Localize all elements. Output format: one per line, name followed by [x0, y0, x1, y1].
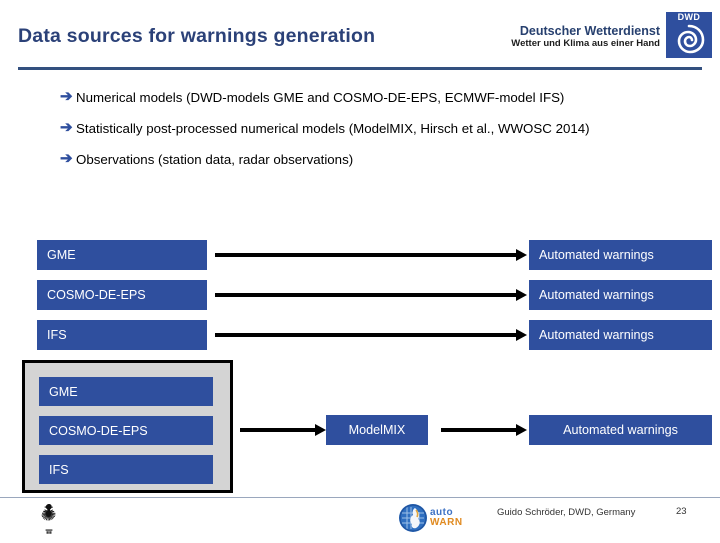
model-box-label: GME	[47, 248, 76, 262]
brand-tagline: Wetter und Klima aus einer Hand	[511, 38, 660, 49]
bullet-arrow-icon: ➔	[60, 150, 73, 167]
footer-divider	[0, 497, 720, 498]
page-number: 23	[676, 506, 687, 517]
title-divider	[18, 67, 702, 70]
list-item: ➔ Numerical models (DWD-models GME and C…	[60, 88, 690, 107]
spiral-icon	[672, 23, 706, 60]
arrow-right-icon	[240, 424, 326, 436]
model-box-label: IFS	[49, 462, 69, 477]
bullet-text: Statistically post-processed numerical m…	[76, 121, 590, 136]
bullet-arrow-icon: ➔	[60, 88, 73, 105]
model-box-label: GME	[49, 384, 78, 399]
grouped-model-box-ifs: IFS	[39, 455, 213, 484]
arrow-right-icon	[215, 329, 527, 341]
warning-box-1: Automated warnings	[529, 240, 712, 270]
autowarn-label-warn: WARN	[430, 517, 463, 528]
brand-name: Deutscher Wetterdienst	[519, 24, 660, 38]
arrow-right-icon	[215, 249, 527, 261]
autowarn-logo: auto WARN	[399, 504, 463, 532]
bundesadler-icon	[28, 502, 70, 538]
grouped-model-box-gme: GME	[39, 377, 213, 406]
bullet-list: ➔ Numerical models (DWD-models GME and C…	[60, 88, 690, 181]
modelmix-box-label: ModelMIX	[348, 423, 406, 437]
arrow-right-icon	[215, 289, 527, 301]
warning-box-3: Automated warnings	[529, 320, 712, 350]
model-box-ifs: IFS	[37, 320, 207, 350]
autowarn-globe-icon	[399, 504, 427, 532]
warning-box-label: Automated warnings	[563, 423, 678, 437]
warning-box-label: Automated warnings	[539, 288, 654, 302]
bullet-text: Numerical models (DWD-models GME and COS…	[76, 90, 565, 105]
model-box-cosmo-de-eps: COSMO-DE-EPS	[37, 280, 207, 310]
dwd-logo-mark: DWD	[666, 12, 712, 58]
warning-box-label: Automated warnings	[539, 328, 654, 342]
modelmix-box: ModelMIX	[326, 415, 428, 445]
dwd-logo-letters: DWD	[677, 12, 701, 22]
bullet-arrow-icon: ➔	[60, 119, 73, 136]
autowarn-label-auto: auto	[430, 507, 454, 518]
list-item: ➔ Observations (station data, radar obse…	[60, 150, 690, 169]
warning-box-label: Automated warnings	[539, 248, 654, 262]
model-box-gme: GME	[37, 240, 207, 270]
model-box-label: COSMO-DE-EPS	[49, 423, 148, 438]
warning-box-4: Automated warnings	[529, 415, 712, 445]
list-item: ➔ Statistically post-processed numerical…	[60, 119, 690, 138]
arrow-right-icon	[441, 424, 527, 436]
footer-credit: Guido Schröder, DWD, Germany	[497, 507, 636, 518]
dwd-brand-logo: Deutscher Wetterdienst Wetter und Klima …	[511, 12, 712, 58]
grouped-model-box-cosmo-de-eps: COSMO-DE-EPS	[39, 416, 213, 445]
warning-box-2: Automated warnings	[529, 280, 712, 310]
model-box-label: COSMO-DE-EPS	[47, 288, 146, 302]
bullet-text: Observations (station data, radar observ…	[76, 152, 354, 167]
brand-text-block: Deutscher Wetterdienst Wetter und Klima …	[511, 12, 666, 50]
page-title: Data sources for warnings generation	[18, 25, 376, 47]
model-group-container: GME COSMO-DE-EPS IFS	[22, 360, 233, 493]
autowarn-wordmark: auto WARN	[430, 508, 463, 528]
model-box-label: IFS	[47, 328, 67, 342]
